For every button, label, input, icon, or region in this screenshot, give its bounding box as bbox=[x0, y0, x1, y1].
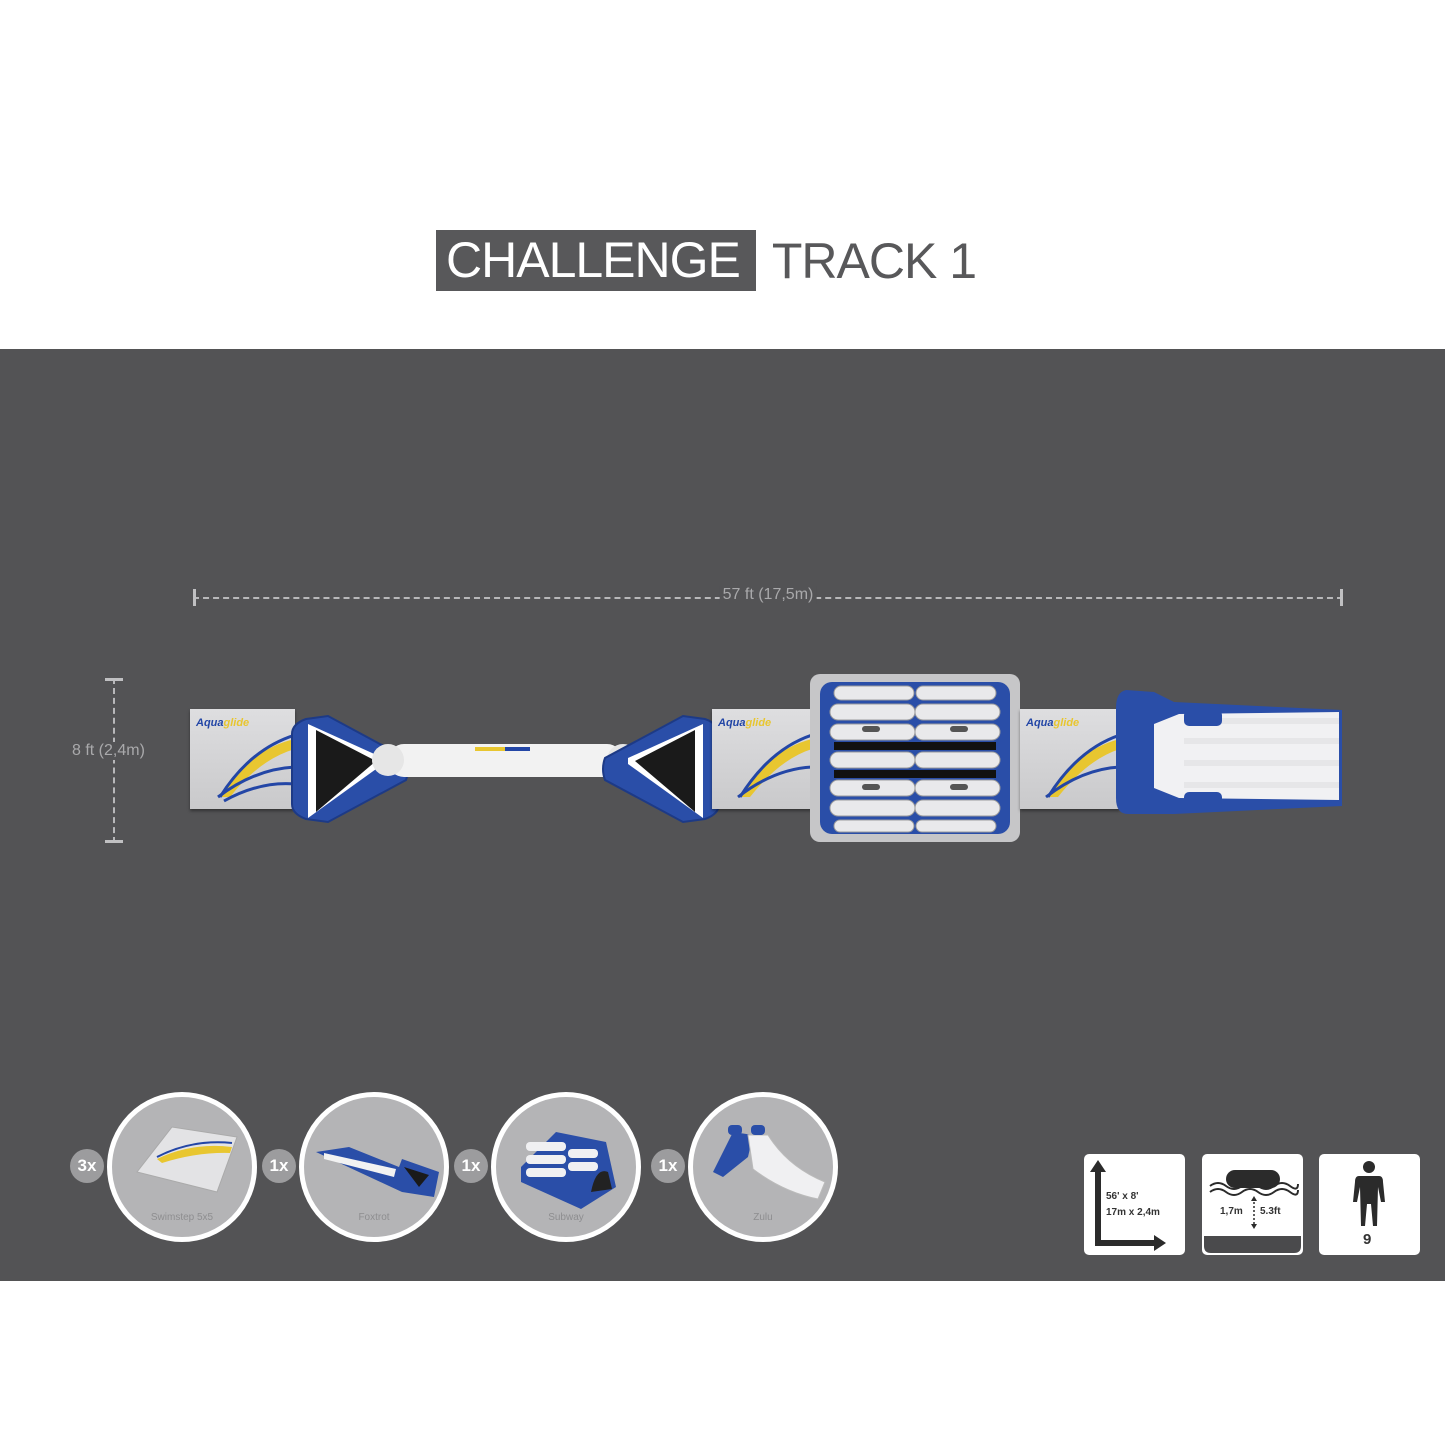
footprint-imperial: 56' x 8' bbox=[1106, 1191, 1139, 1202]
subway-thumbnail bbox=[521, 1132, 616, 1209]
swimstep-thumbnail bbox=[136, 1126, 238, 1193]
length-dimension: 57 ft (17,5m) bbox=[193, 586, 1343, 606]
logo-prefix: Aqua bbox=[1026, 717, 1054, 729]
logo-prefix: Aqua bbox=[718, 717, 746, 729]
length-label: 57 ft (17,5m) bbox=[719, 586, 817, 604]
component-name: Foxtrot bbox=[358, 1212, 390, 1223]
capacity-spec: 9 bbox=[1319, 1154, 1420, 1255]
dimension-cap bbox=[1340, 589, 1343, 606]
logo-suffix: glide bbox=[1053, 717, 1080, 729]
dimension-cap bbox=[105, 840, 123, 843]
logo-suffix: glide bbox=[223, 717, 250, 729]
component-subway: Subway bbox=[491, 1092, 641, 1242]
dimension-cap bbox=[193, 589, 196, 606]
component-qty-badge: 3x bbox=[70, 1149, 104, 1183]
zulu-slide-module bbox=[1116, 690, 1342, 814]
footprint-metric: 17m x 2,4m bbox=[1106, 1207, 1160, 1218]
component-qty-badge: 1x bbox=[651, 1149, 685, 1183]
component-name: Subway bbox=[548, 1212, 584, 1223]
swoosh-graphic bbox=[737, 733, 812, 799]
subway-rollers-graphic bbox=[820, 682, 1010, 834]
depth-imperial: 5.3ft bbox=[1260, 1206, 1281, 1217]
swoosh-graphic bbox=[217, 733, 295, 803]
width-dimension-line bbox=[113, 678, 115, 843]
title-boxed: CHALLENGE bbox=[436, 230, 756, 291]
component-foxtrot: Foxtrot bbox=[299, 1092, 449, 1242]
capacity-users: 9 bbox=[1363, 1231, 1372, 1248]
page-title: CHALLENGE TRACK 1 bbox=[436, 230, 977, 291]
swoosh-graphic bbox=[1045, 733, 1120, 799]
footprint-spec: 56' x 8' 17m x 2,4m bbox=[1084, 1154, 1185, 1255]
dimensions-arrows-icon bbox=[1090, 1160, 1166, 1251]
component-swimstep: Swimstep 5x5 bbox=[107, 1092, 257, 1242]
swimstep-module-1: Aquaglide bbox=[190, 709, 295, 809]
aquaglide-logo: Aquaglide bbox=[196, 717, 249, 729]
logo-suffix: glide bbox=[745, 717, 772, 729]
component-name: Zulu bbox=[753, 1212, 773, 1223]
foxtrot-module bbox=[291, 714, 720, 824]
aquaglide-logo: Aquaglide bbox=[718, 717, 771, 729]
component-qty-badge: 1x bbox=[262, 1149, 296, 1183]
depth-metric: 1,7m bbox=[1220, 1206, 1243, 1217]
zulu-thumbnail bbox=[713, 1125, 826, 1200]
logo-prefix: Aqua bbox=[196, 717, 224, 729]
swimstep-module-2: Aquaglide bbox=[712, 709, 812, 809]
component-qty-badge: 1x bbox=[454, 1149, 488, 1183]
aquaglide-logo: Aquaglide bbox=[1026, 717, 1079, 729]
title-plain: TRACK 1 bbox=[771, 232, 977, 289]
dimension-cap bbox=[105, 678, 123, 681]
component-zulu: Zulu bbox=[688, 1092, 838, 1242]
width-dimension: 8 ft (2,4m) bbox=[72, 678, 145, 843]
depth-spec: 1,7m 5.3ft bbox=[1202, 1154, 1303, 1255]
subway-module bbox=[810, 674, 1020, 842]
person-icon bbox=[1353, 1161, 1385, 1226]
water-depth-icon bbox=[1204, 1170, 1301, 1253]
foxtrot-thumbnail bbox=[316, 1147, 439, 1197]
swimstep-module-3: Aquaglide bbox=[1020, 709, 1120, 809]
component-name: Swimstep 5x5 bbox=[150, 1212, 214, 1223]
width-label: 8 ft (2,4m) bbox=[72, 742, 145, 760]
